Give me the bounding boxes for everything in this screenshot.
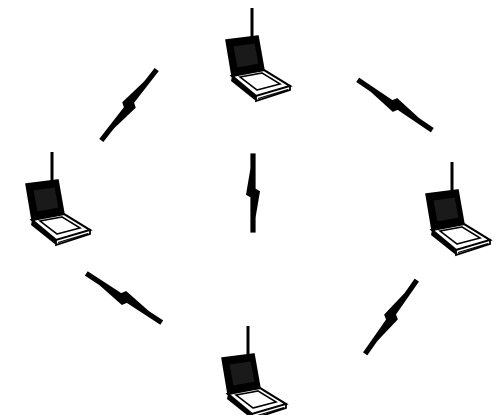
laptop-antenna-icon (424, 160, 492, 257)
laptop-node-left (24, 150, 92, 247)
wireless-link-icon (82, 267, 166, 329)
laptop-node-bottom (220, 324, 288, 415)
wireless-link-icon (95, 65, 163, 145)
laptop-node-right (424, 160, 492, 257)
wireless-link-bottom-right (359, 276, 423, 358)
wireless-link-icon (246, 153, 260, 233)
wireless-link-left-bottom (82, 267, 166, 329)
laptop-node-top (224, 6, 292, 103)
wireless-link-icon (359, 276, 423, 358)
laptop-antenna-icon (224, 6, 292, 103)
wireless-link-icon (353, 74, 437, 136)
laptop-antenna-icon (220, 324, 288, 415)
wireless-link-top-bottom (246, 153, 260, 233)
wireless-link-top-right (353, 74, 437, 136)
laptop-antenna-icon (24, 150, 92, 247)
wireless-link-left-top (95, 65, 163, 145)
